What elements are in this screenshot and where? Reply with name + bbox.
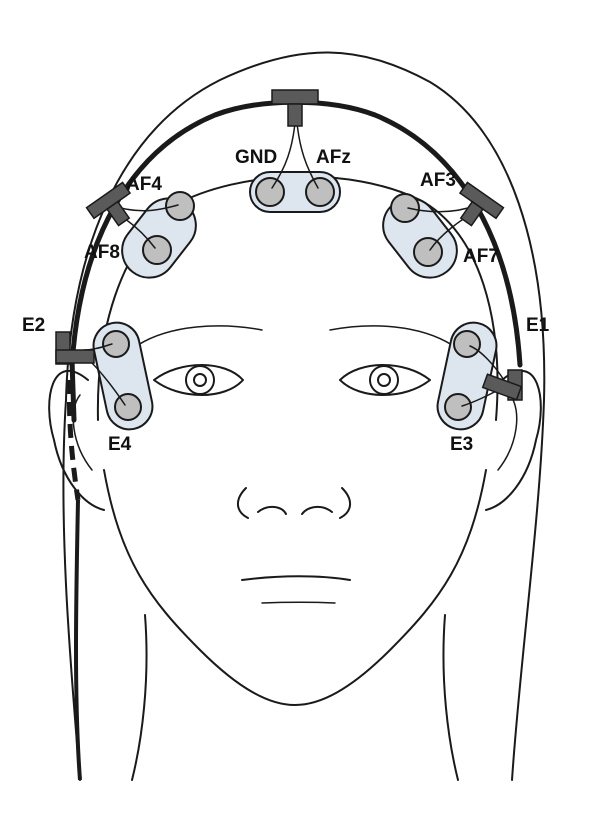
label-af8: AF8 bbox=[84, 242, 120, 263]
left-ear-inner bbox=[72, 394, 93, 471]
electrode-e4-lower bbox=[114, 393, 142, 421]
label-af3: AF3 bbox=[420, 170, 456, 191]
connector-af3 bbox=[458, 181, 505, 227]
left-ear bbox=[48, 370, 105, 511]
electrode-af3 bbox=[390, 193, 420, 223]
label-afz: AFz bbox=[316, 147, 351, 168]
electrode-e3-lower bbox=[444, 393, 472, 421]
electrode-af8 bbox=[142, 235, 172, 265]
neck-left bbox=[131, 614, 148, 781]
connector-top bbox=[271, 89, 319, 127]
nose bbox=[237, 487, 351, 519]
electrode-e3-upper bbox=[453, 330, 481, 358]
electrode-gnd bbox=[255, 177, 285, 207]
connector-e1 bbox=[481, 369, 523, 401]
left-cable bbox=[69, 357, 77, 423]
connector-e2 bbox=[55, 331, 95, 365]
label-af4: AF4 bbox=[126, 174, 162, 195]
pad-af3-af7 bbox=[382, 197, 458, 279]
label-e1: E1 bbox=[526, 315, 550, 336]
label-e3: E3 bbox=[450, 434, 473, 455]
face-outline bbox=[103, 469, 487, 706]
mouth bbox=[241, 575, 351, 581]
connector-af4 bbox=[85, 181, 132, 227]
right-ear bbox=[485, 370, 542, 511]
left-eye bbox=[153, 364, 244, 396]
left-eyebrow bbox=[137, 325, 263, 346]
hair-outline bbox=[62, 51, 546, 781]
electrode-af7 bbox=[413, 237, 443, 267]
left-cable-dashed bbox=[66, 379, 81, 501]
right-eyebrow bbox=[329, 325, 453, 346]
wire-e3-upper bbox=[469, 345, 506, 383]
neck-right bbox=[442, 614, 459, 781]
left-cable-lower bbox=[74, 499, 82, 781]
label-e2: E2 bbox=[22, 315, 45, 336]
electrode-afz bbox=[305, 177, 335, 207]
lower-lip bbox=[261, 601, 336, 604]
label-af7: AF7 bbox=[463, 246, 499, 267]
right-eye bbox=[339, 364, 431, 396]
electrode-af4 bbox=[165, 191, 195, 221]
right-ear-inner bbox=[497, 394, 518, 471]
label-gnd: GND bbox=[235, 147, 277, 168]
label-e4: E4 bbox=[108, 434, 132, 455]
electrode-e4-upper bbox=[102, 330, 130, 358]
